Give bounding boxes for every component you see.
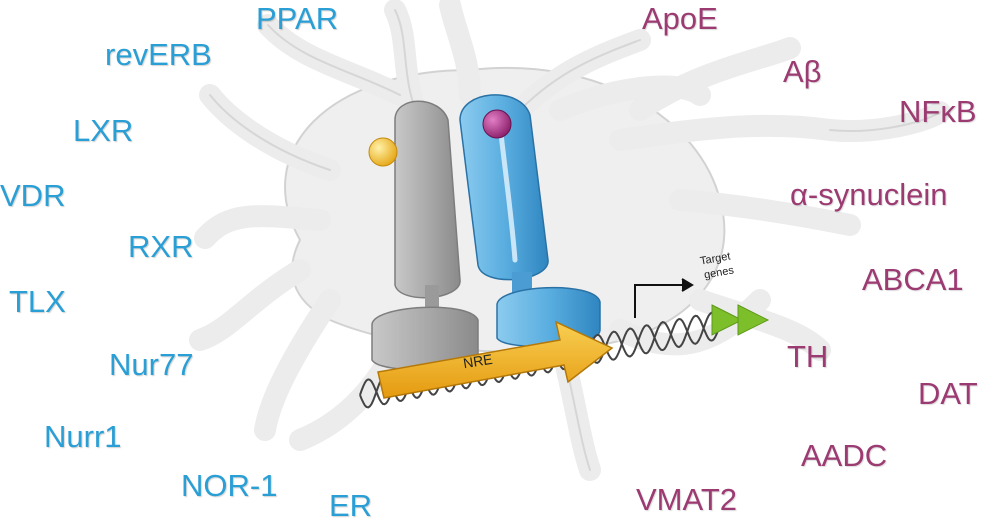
target-label-aadc: AADC bbox=[801, 438, 888, 473]
target-label-abca1: ABCA1 bbox=[862, 262, 964, 297]
target-label-vmat2: VMAT2 bbox=[636, 482, 738, 517]
receptor-label-ppar: PPAR bbox=[256, 1, 339, 36]
ligand-yellow bbox=[368, 137, 398, 167]
target-label-abeta: Aβ bbox=[783, 54, 822, 89]
target-label-dat: DAT bbox=[918, 376, 978, 411]
target-label-alpha-synuclein: α-synuclein bbox=[790, 177, 948, 212]
grey-receptor bbox=[371, 100, 479, 371]
blue-receptor bbox=[459, 94, 601, 348]
transcription-arrow bbox=[634, 278, 694, 318]
receptor-label-er: ER bbox=[329, 488, 373, 523]
receptor-label-rxr: RXR bbox=[128, 229, 194, 264]
receptor-label-lxr: LXR bbox=[73, 113, 134, 148]
target-label-nfkb: NFκB bbox=[899, 94, 977, 129]
target-label-apoe: ApoE bbox=[642, 1, 718, 36]
receptor-label-reverb: revERB bbox=[105, 37, 212, 72]
green-arrowheads bbox=[711, 304, 770, 336]
target-label-th: TH bbox=[787, 339, 829, 374]
receptor-label-nurr1: Nurr1 bbox=[44, 419, 122, 454]
nre-arrow bbox=[377, 320, 614, 399]
receptor-label-nor1: NOR-1 bbox=[181, 468, 278, 503]
receptor-label-nur77: Nur77 bbox=[109, 347, 194, 382]
ligand-magenta bbox=[482, 109, 512, 139]
receptor-label-tlx: TLX bbox=[9, 284, 66, 319]
receptor-label-vdr: VDR bbox=[0, 178, 66, 213]
